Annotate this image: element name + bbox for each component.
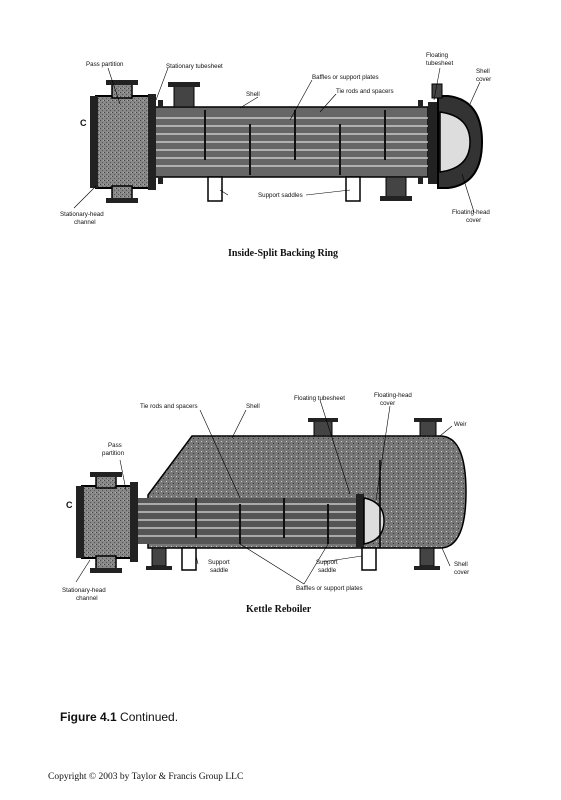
figure-caption: Figure 4.1 Continued. bbox=[60, 710, 178, 724]
stationary-head-channel bbox=[95, 95, 151, 189]
label-channel-l2: channel bbox=[76, 595, 98, 602]
label-shell-cover-l1: Shell bbox=[454, 561, 468, 568]
label-fh-cover-l2: cover bbox=[380, 400, 395, 407]
label-shell: Shell bbox=[246, 91, 260, 98]
label-shell-cover-l2: cover bbox=[454, 569, 469, 576]
label-floating-tubesheet-l1: Floating bbox=[426, 52, 449, 59]
channel-bottom-nozzle bbox=[111, 185, 133, 201]
kettle-reboiler-diagram: Tie rods and spacers Shell Floating tube… bbox=[62, 392, 469, 615]
liquid-inlet-nozzle bbox=[151, 547, 167, 567]
channel-bottom-nozzle bbox=[95, 555, 117, 571]
label-support-saddle-left-l1: Support bbox=[208, 559, 230, 566]
floating-head-cover bbox=[439, 111, 471, 173]
label-nozzle-c: C bbox=[66, 500, 73, 510]
label-tie-rods: Tie rods and spacers bbox=[336, 88, 394, 95]
label-baffles: Baffles or support plates bbox=[296, 585, 363, 592]
vapor-outlet-nozzle bbox=[313, 419, 333, 437]
label-weir: Weir bbox=[454, 421, 467, 428]
label-tie-rods: Tie rods and spacers bbox=[140, 403, 198, 410]
label-pass-partition: Pass partition bbox=[86, 61, 124, 68]
floating-head-exchanger-diagram: Pass partition Stationary tubesheet Baff… bbox=[60, 52, 491, 259]
label-shell: Shell bbox=[246, 403, 260, 410]
label-baffles: Baffles or support plates bbox=[312, 74, 379, 81]
stationary-head-channel bbox=[81, 485, 133, 559]
label-stationary-tubesheet: Stationary tubesheet bbox=[166, 63, 223, 70]
support-saddle-right bbox=[345, 176, 361, 202]
baffles bbox=[204, 110, 386, 175]
label-floating-tubesheet-l2: tubesheet bbox=[426, 60, 453, 67]
label-channel-l1: Stationary-head bbox=[62, 587, 106, 594]
label-support-saddle-left-l2: saddle bbox=[210, 567, 229, 574]
label-pass-l2: partition bbox=[102, 450, 125, 457]
copyright-notice: Copyright © 2003 by Taylor & Francis Gro… bbox=[48, 772, 244, 782]
support-saddle-right bbox=[361, 547, 377, 571]
support-saddle-left bbox=[207, 176, 223, 202]
floating-tubesheet bbox=[356, 494, 364, 548]
liquid-outlet-nozzle bbox=[419, 547, 435, 567]
label-channel-l2: channel bbox=[74, 219, 96, 226]
label-fh-cover-l2: cover bbox=[466, 217, 481, 224]
caption-kettle-reboiler: Kettle Reboiler bbox=[246, 604, 312, 615]
label-shell-cover-l1: Shell bbox=[476, 68, 490, 75]
tube-bundle bbox=[138, 498, 358, 544]
figure-continued: Continued. bbox=[116, 710, 179, 724]
label-shell-cover-l2: cover bbox=[476, 76, 491, 83]
label-fh-cover-l1: Floating-head bbox=[374, 392, 412, 399]
label-support-saddle-right-l1: Support bbox=[316, 559, 338, 566]
label-fh-cover-l1: Floating-head bbox=[452, 209, 490, 216]
label-support-saddles: Support saddles bbox=[258, 192, 303, 199]
label-pass-l1: Pass bbox=[108, 442, 122, 449]
label-channel-l1: Stationary-head bbox=[60, 211, 104, 218]
figure-number: Figure 4.1 bbox=[60, 710, 117, 724]
floating-tubesheet bbox=[428, 102, 438, 184]
weir-nozzle bbox=[419, 419, 437, 437]
shell-inlet-nozzle bbox=[173, 85, 195, 108]
caption-inside-split: Inside-Split Backing Ring bbox=[228, 248, 338, 259]
label-floating-tubesheet: Floating tubesheet bbox=[294, 395, 345, 402]
support-saddle-left bbox=[181, 547, 197, 571]
label-support-saddle-right-l2: saddle bbox=[318, 567, 337, 574]
floating-head-cover bbox=[363, 497, 385, 545]
shell-outlet-nozzle bbox=[385, 176, 407, 198]
label-nozzle-c: C bbox=[80, 118, 87, 128]
